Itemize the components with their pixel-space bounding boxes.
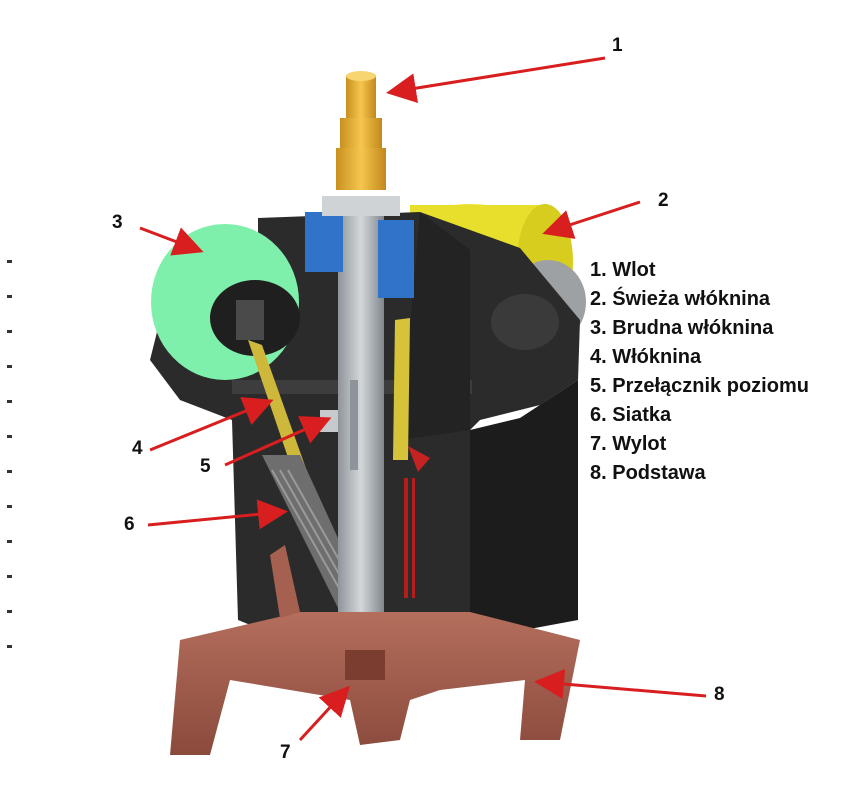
brand-mark [404, 446, 430, 598]
inlet-pipe [336, 71, 386, 190]
callout-4: 4 [132, 438, 143, 459]
arrow-7 [298, 685, 351, 742]
legend-item: 3. Brudna włóknina [590, 317, 774, 339]
legend-item: 4. Włóknina [590, 346, 702, 368]
legend-item: 8. Podstawa [590, 462, 706, 484]
callout-1: 1 [612, 35, 623, 56]
base [170, 545, 580, 755]
central-pipe [320, 200, 384, 640]
fleece-band-right [393, 318, 410, 460]
legend-item: 5. Przełącznik poziomu [590, 375, 809, 397]
arrow-6 [147, 499, 288, 530]
callout-3: 3 [112, 212, 123, 233]
callout-5: 5 [200, 456, 211, 477]
arrow-8 [534, 669, 707, 699]
legend-item: 6. Siatka [590, 404, 672, 426]
housing-side-knob [491, 294, 559, 350]
arrow-4 [149, 397, 274, 452]
arrow-5 [224, 416, 332, 467]
legend-item: 7. Wylot [590, 433, 667, 455]
callout-8: 8 [714, 684, 725, 705]
callout-arrows [139, 56, 707, 742]
legend-item: 1. Wlot [590, 259, 656, 281]
callout-6: 6 [124, 514, 135, 535]
callout-2: 2 [658, 190, 669, 211]
arrow-3 [139, 226, 204, 256]
legend: 1. Wlot 2. Świeża włóknina 3. Brudna włó… [590, 256, 852, 488]
callout-7: 7 [280, 742, 291, 763]
side-text-strip [7, 260, 12, 648]
arrow-1 [386, 56, 606, 104]
blue-connector [305, 196, 414, 298]
arrow-2 [542, 200, 641, 239]
dirty-fleece-roll [151, 224, 300, 380]
legend-item: 2. Świeża włóknina [590, 288, 771, 310]
